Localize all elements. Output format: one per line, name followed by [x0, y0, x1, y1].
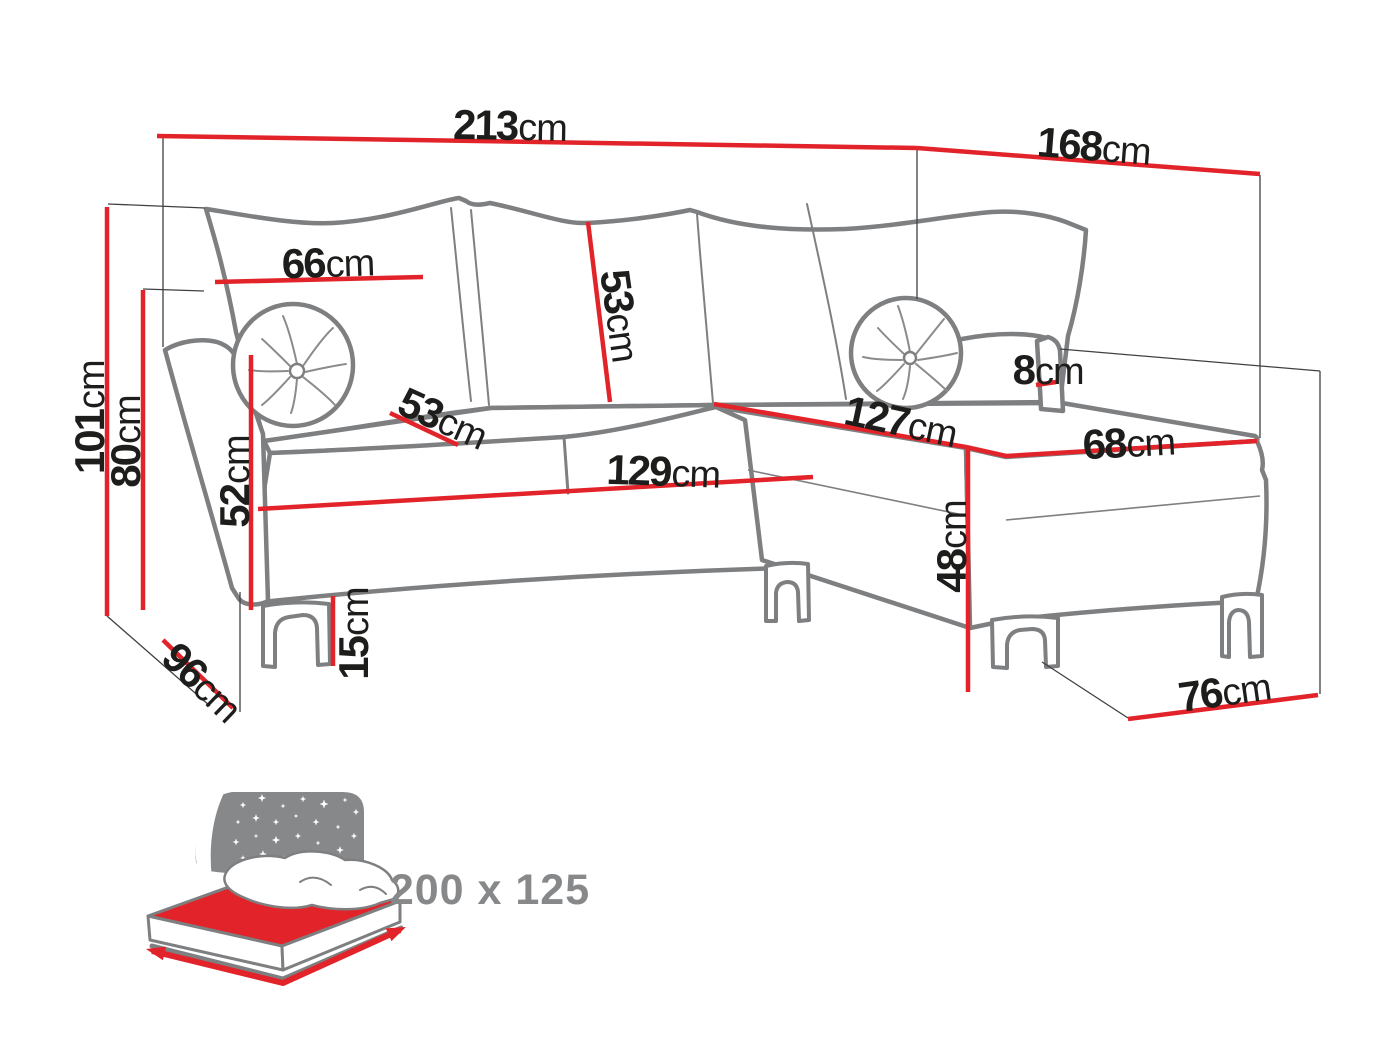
dim-label-armrest-height: 52 cm: [211, 435, 258, 527]
sofa-leg-front-left: [261, 600, 332, 669]
svg-text:cm: cm: [325, 242, 375, 286]
svg-text:cm: cm: [933, 500, 975, 549]
dim-line-back-width: [156, 133, 918, 151]
pillow-pleats-left: [248, 315, 347, 414]
dim-label-seat-width: 129 cm: [606, 446, 721, 497]
svg-text:53: 53: [591, 266, 644, 315]
sofa-drawing: [162, 195, 1269, 670]
dim-line-chaise-length: [713, 401, 967, 450]
dim-label-cushion-height: 53 cm: [591, 266, 645, 364]
round-pillow-left: [230, 301, 356, 429]
bed-size-arrows: [146, 927, 406, 986]
left-armrest: [162, 338, 271, 607]
dimension-lines: [104, 133, 1319, 722]
seat-cushion-seam: [562, 435, 570, 495]
svg-text:cm: cm: [335, 587, 377, 636]
cushion-gap-left-b: [470, 209, 490, 406]
svg-text:8: 8: [1013, 346, 1036, 393]
svg-text:cm: cm: [518, 107, 567, 150]
right-armrest: [1034, 334, 1066, 414]
duvet-fold-right: [359, 885, 387, 895]
dim-label-cushion-width: 66 cm: [281, 239, 375, 287]
duvet-fold-left: [299, 876, 332, 886]
cushion-gap-right-a: [696, 213, 714, 404]
dimension-labels: 213 cm 168 cm 101 cm 80 cm 66 cm 53 cm 5…: [66, 101, 1273, 731]
sleeping-area-label: 200 x 125: [390, 866, 590, 914]
svg-text:52: 52: [211, 484, 258, 527]
sleep-function-icon: [146, 792, 406, 986]
svg-text:66: 66: [281, 239, 326, 287]
dim-line-seat-depth: [389, 410, 459, 448]
chaise-front-seam: [1005, 495, 1261, 521]
extension-lines: [106, 137, 1321, 719]
mattress-side-right: [280, 899, 402, 972]
sofa-leg-middle: [764, 560, 811, 623]
svg-text:129: 129: [606, 446, 672, 495]
dim-line-depth: [161, 638, 235, 710]
dim-line-right-side: [916, 145, 1261, 177]
moon-swoosh: [195, 793, 226, 932]
svg-text:101: 101: [66, 408, 113, 474]
dim-line-armrest-width: [1035, 379, 1057, 388]
svg-text:76: 76: [1175, 668, 1224, 721]
sofa-leg-chaise-left: [990, 614, 1060, 670]
dim-line-chaise-width: [965, 438, 1258, 459]
svg-text:cm: cm: [597, 310, 645, 364]
dim-label-leg-height: 15 cm: [330, 587, 377, 679]
svg-text:cm: cm: [1100, 128, 1152, 174]
dim-label-chaise-width: 68 cm: [1081, 419, 1176, 468]
dim-label-chaise-length: 127 cm: [840, 387, 960, 457]
dim-label-back-height: 80 cm: [102, 395, 149, 487]
svg-text:15: 15: [330, 635, 377, 679]
dim-label-total-height: 101 cm: [66, 360, 113, 474]
svg-text:cm: cm: [1035, 351, 1084, 393]
pillow-pleats-right: [862, 305, 958, 400]
dim-label-back-width: 213 cm: [453, 101, 567, 150]
dim-label-chaise-depth: 76 cm: [1175, 666, 1273, 721]
svg-text:cm: cm: [1125, 421, 1176, 465]
dim-line-chaise-depth: [1127, 692, 1319, 722]
sofa-front: [250, 404, 821, 606]
dim-line-cushion-width: [214, 274, 424, 285]
duvet: [223, 850, 400, 911]
svg-text:48: 48: [928, 548, 975, 592]
cushion-gap-right-b: [806, 203, 847, 400]
dim-label-seat-height: 48 cm: [928, 500, 975, 592]
svg-text:68: 68: [1081, 419, 1128, 468]
svg-text:213: 213: [453, 101, 519, 149]
dim-line-seat-width: [257, 474, 814, 512]
dim-line-cushion-height: [585, 221, 613, 403]
svg-text:cm: cm: [71, 360, 113, 409]
cushion-gap-left-a: [450, 207, 472, 402]
dim-label-right-side: 168 cm: [1035, 118, 1152, 174]
svg-text:cm: cm: [904, 405, 960, 456]
right-armrest-top-edge: [959, 331, 1050, 342]
round-pillow-right: [848, 295, 964, 411]
svg-text:80: 80: [102, 444, 149, 487]
svg-text:cm: cm: [216, 435, 258, 484]
chaise-front-face: [963, 438, 1269, 631]
svg-text:cm: cm: [107, 395, 149, 444]
svg-text:cm: cm: [1219, 666, 1273, 714]
svg-text:168: 168: [1035, 118, 1104, 170]
svg-text:cm: cm: [671, 453, 721, 497]
dim-label-armrest-width: 8 cm: [1013, 346, 1085, 393]
sofa-leg-chaise-right: [1220, 591, 1264, 659]
